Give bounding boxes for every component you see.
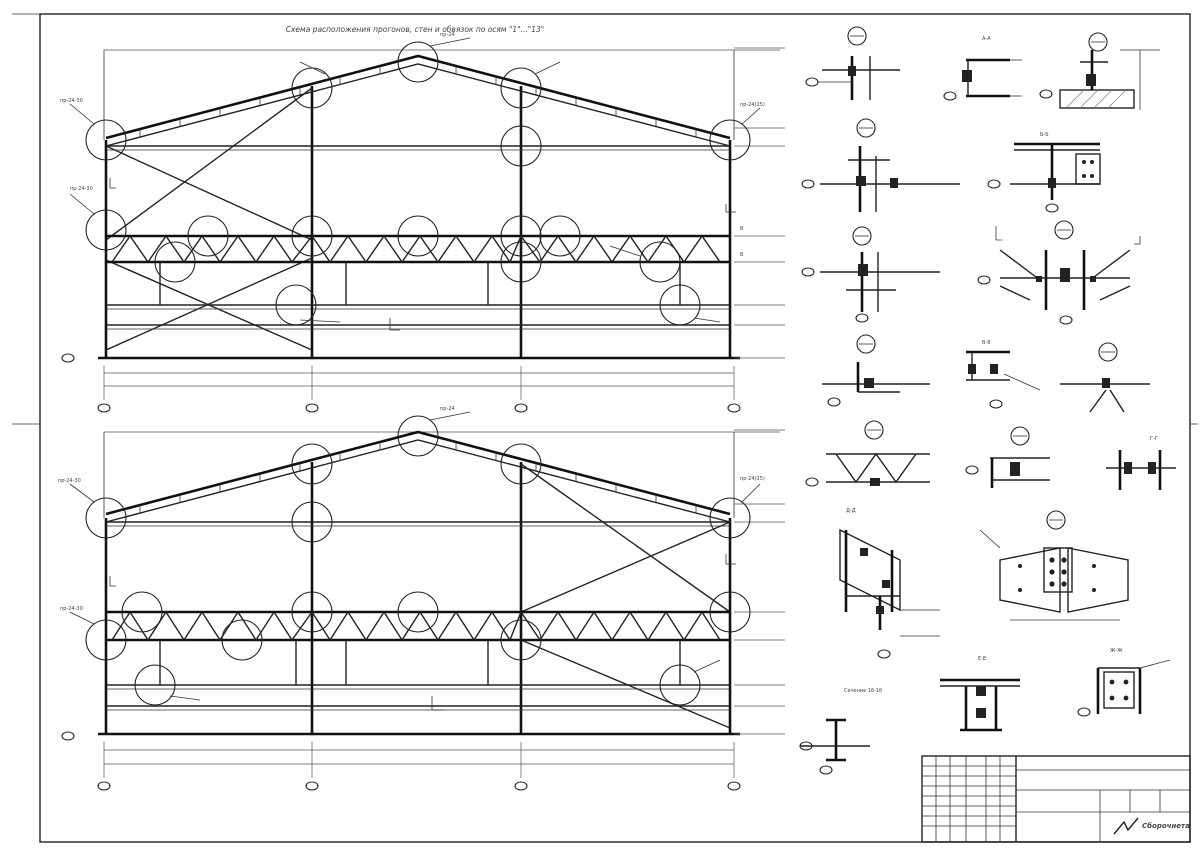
- svg-text:пр-24-30: пр-24-30: [60, 98, 83, 104]
- svg-text:пр-24(25): пр-24(25): [740, 476, 765, 482]
- detail-node-12: [965, 426, 1050, 488]
- detail-node-15: [979, 510, 1129, 621]
- detail-node-2: А-А: [943, 36, 1022, 101]
- detail-node-14: Д-Д: [839, 508, 940, 659]
- title-block: Сборочнета: [921, 755, 1191, 843]
- detail-node-10: [1060, 342, 1150, 413]
- svg-text:Г-Г: Г-Г: [1150, 436, 1158, 442]
- detail-node-3: [1039, 32, 1160, 110]
- svg-text:пр-24: пр-24: [440, 406, 455, 412]
- svg-text:пр-24-30: пр-24-30: [70, 186, 93, 192]
- sheet-frame: [39, 13, 1191, 843]
- svg-text:В: В: [740, 252, 744, 258]
- svg-text:Сечение 1б-1б: Сечение 1б-1б: [844, 688, 882, 694]
- stamp-logo: Сборочнета: [1142, 822, 1190, 830]
- detail-node-9: В-В: [966, 340, 1041, 409]
- elevation-bottom: пр-24-30 пр-24(25) пр-24-30 пр-24: [58, 406, 785, 791]
- detail-node-5: Б-Б: [987, 132, 1101, 213]
- detail-node-7: [977, 220, 1141, 325]
- drawing-title: Схема расположения прогонов, стен и обвя…: [286, 25, 545, 34]
- elevation-top: пр-24-30 пр-24(25) пр-24-30 пр-24 В В: [60, 32, 785, 413]
- detail-node-17: Е-Е: [940, 656, 1020, 732]
- detail-nodes: А-А Б-Б: [799, 26, 1176, 775]
- svg-text:Д-Д: Д-Д: [846, 508, 856, 514]
- detail-node-11: [805, 420, 930, 487]
- svg-text:В-В: В-В: [982, 340, 991, 346]
- svg-text:пр-24: пр-24: [440, 32, 455, 38]
- detail-node-4: [801, 118, 960, 212]
- detail-node-18: Ж-Ж: [1077, 648, 1171, 717]
- svg-text:пр-24-30: пр-24-30: [60, 606, 83, 612]
- detail-node-13: Г-Г: [1106, 436, 1176, 490]
- detail-node-8: [822, 334, 930, 407]
- svg-text:Ж-Ж: Ж-Ж: [1110, 648, 1123, 654]
- detail-node-16: Сечение 1б-1б: [799, 688, 882, 775]
- detail-node-6: [801, 226, 940, 323]
- svg-text:пр-24-30: пр-24-30: [58, 478, 81, 484]
- svg-text:А-А: А-А: [982, 36, 991, 42]
- svg-text:пр-24(25): пр-24(25): [740, 102, 765, 108]
- svg-text:Б-Б: Б-Б: [1040, 132, 1049, 138]
- detail-node-1: [805, 26, 900, 100]
- svg-text:Е-Е: Е-Е: [978, 656, 986, 662]
- svg-text:В: В: [740, 226, 744, 232]
